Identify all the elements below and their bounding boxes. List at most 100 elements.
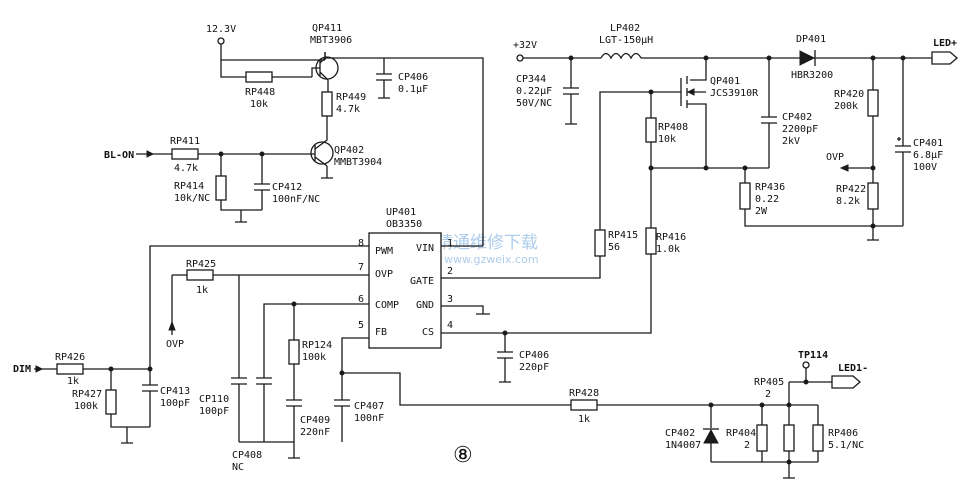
rp405-resistor xyxy=(783,424,795,452)
ic-pin8-name: PWM xyxy=(375,246,393,257)
cp344-ref: CP344 xyxy=(516,74,546,85)
rp428-resistor xyxy=(570,399,598,411)
ic-pin2-num: 2 xyxy=(447,266,453,277)
rp405-value: 2 xyxy=(765,389,771,400)
rp449-resistor xyxy=(321,91,333,117)
rp420-value: 200k xyxy=(834,101,858,112)
rp427-value: 100k xyxy=(74,401,98,412)
cp406b-ref: CP406 xyxy=(519,350,549,361)
ic-pin1-num: 1 xyxy=(447,238,453,249)
ovp-left-label: OVP xyxy=(166,339,184,350)
qp402-value: MMBT3904 xyxy=(334,157,382,168)
rp416-value: 1.0k xyxy=(656,244,680,255)
led-plus-connector xyxy=(931,51,958,65)
rp448-ref: RP448 xyxy=(245,87,275,98)
rp408-value: 10k xyxy=(658,134,676,145)
ic-pin1-name: VIN xyxy=(416,243,434,254)
ic-pin5-num: 5 xyxy=(358,320,364,331)
cp409-ref: CP409 xyxy=(300,415,330,426)
watermark-title: 精通维修下载 xyxy=(436,233,538,253)
cp110-value: 100pF xyxy=(199,406,229,417)
qp401-ref: QP401 xyxy=(710,76,740,87)
rp415-value: 56 xyxy=(608,242,620,253)
qp401-value: JCS3910R xyxy=(710,88,759,99)
ic-body xyxy=(368,232,442,349)
rp406-resistor xyxy=(812,424,824,452)
rp414-value: 10k/NC xyxy=(174,193,210,204)
rp425-value: 1k xyxy=(196,285,208,296)
rp427-ref: RP427 xyxy=(72,389,102,400)
dp401-diode xyxy=(799,50,816,66)
qp402-transistor xyxy=(310,135,334,167)
cp412-ref: CP412 xyxy=(272,182,302,193)
cp409-value: 220nF xyxy=(300,427,330,438)
ic-pin8-num: 8 xyxy=(358,238,364,249)
lp402-ref: LP402 xyxy=(610,23,640,34)
ic-pin6-num: 6 xyxy=(358,294,364,305)
rp416-ref: RP416 xyxy=(656,232,686,243)
ic-pin2-name: GATE xyxy=(410,276,434,287)
cp407-value: 100nF xyxy=(354,413,384,424)
rp436-value2: 2W xyxy=(755,206,768,217)
ic-pin3-num: 3 xyxy=(447,294,453,305)
cp344-value2: 50V/NC xyxy=(516,98,552,109)
cp401-ref: CP401 xyxy=(913,138,943,149)
tp114-point xyxy=(802,361,810,369)
rp415-ref: RP415 xyxy=(608,230,638,241)
cp110-ref: CP110 xyxy=(199,394,229,405)
rp404-value: 2 xyxy=(744,440,750,451)
rp406-value: 5.1/NC xyxy=(828,440,864,451)
cp408-value: NC xyxy=(232,462,244,473)
cp402-1n4007-diode xyxy=(703,405,719,462)
ic-pin7-name: OVP xyxy=(375,269,393,280)
ic-pin3-name: GND xyxy=(416,300,434,311)
rp449-ref: RP449 xyxy=(336,92,366,103)
rp414-resistor xyxy=(215,175,227,201)
rp124-ref: RP124 xyxy=(302,340,332,351)
rp406-ref: RP406 xyxy=(828,428,858,439)
cp413-value: 100pF xyxy=(160,398,190,409)
rp436-resistor xyxy=(739,182,751,210)
cp401-value: 6.8μF xyxy=(913,150,943,161)
rp124-resistor xyxy=(288,339,300,365)
rp404-ref: RP404 xyxy=(726,428,756,439)
rp428-ref: RP428 xyxy=(569,388,599,399)
rp411-ref: RP411 xyxy=(170,136,200,147)
rp411-resistor xyxy=(171,148,199,160)
rp448-value: 10k xyxy=(250,99,268,110)
rp420-resistor xyxy=(867,89,879,117)
led-minus-label: LED1- xyxy=(838,363,868,374)
rp404-resistor xyxy=(756,424,768,452)
cp401-value2: 100V xyxy=(913,162,937,173)
bl-on-label: BL-ON xyxy=(104,150,134,161)
rp422-resistor xyxy=(867,182,879,210)
watermark-url: www.gzweix.com xyxy=(444,253,539,266)
rp420-ref: RP420 xyxy=(834,89,864,100)
rp405-ref: RP405 xyxy=(754,377,784,388)
rp436-value: 0.22 xyxy=(755,194,779,205)
dim-label: DIM xyxy=(13,364,31,375)
cp402-value2: 2kV xyxy=(782,136,800,147)
rp425-ref: RP425 xyxy=(186,259,216,270)
ic-pin6-name: COMP xyxy=(375,300,399,311)
ic-pin7-num: 7 xyxy=(358,262,364,273)
qp401-mosfet xyxy=(680,58,707,168)
tp114-label: TP114 xyxy=(798,350,828,361)
cp344-value: 0.22μF xyxy=(516,86,552,97)
rp428-value: 1k xyxy=(578,414,590,425)
rp124-value: 100k xyxy=(302,352,326,363)
cp406a-ref: CP406 xyxy=(398,72,428,83)
cp402d-ref: CP402 xyxy=(665,428,695,439)
figure-number: ⑧ xyxy=(453,443,473,468)
cp406b-value: 220pF xyxy=(519,362,549,373)
dp401-value: HBR3200 xyxy=(791,70,833,81)
rp425-resistor xyxy=(186,269,214,281)
rp414-ref: RP414 xyxy=(174,181,204,192)
rp436-ref: RP436 xyxy=(755,182,785,193)
svg-text:+32V: +32V xyxy=(513,40,537,51)
v12-terminal: 12.3V xyxy=(206,24,236,45)
qp411-value: MBT3906 xyxy=(310,35,352,46)
rp411-value: 4.7k xyxy=(174,163,198,174)
rp422-value: 8.2k xyxy=(836,196,860,207)
